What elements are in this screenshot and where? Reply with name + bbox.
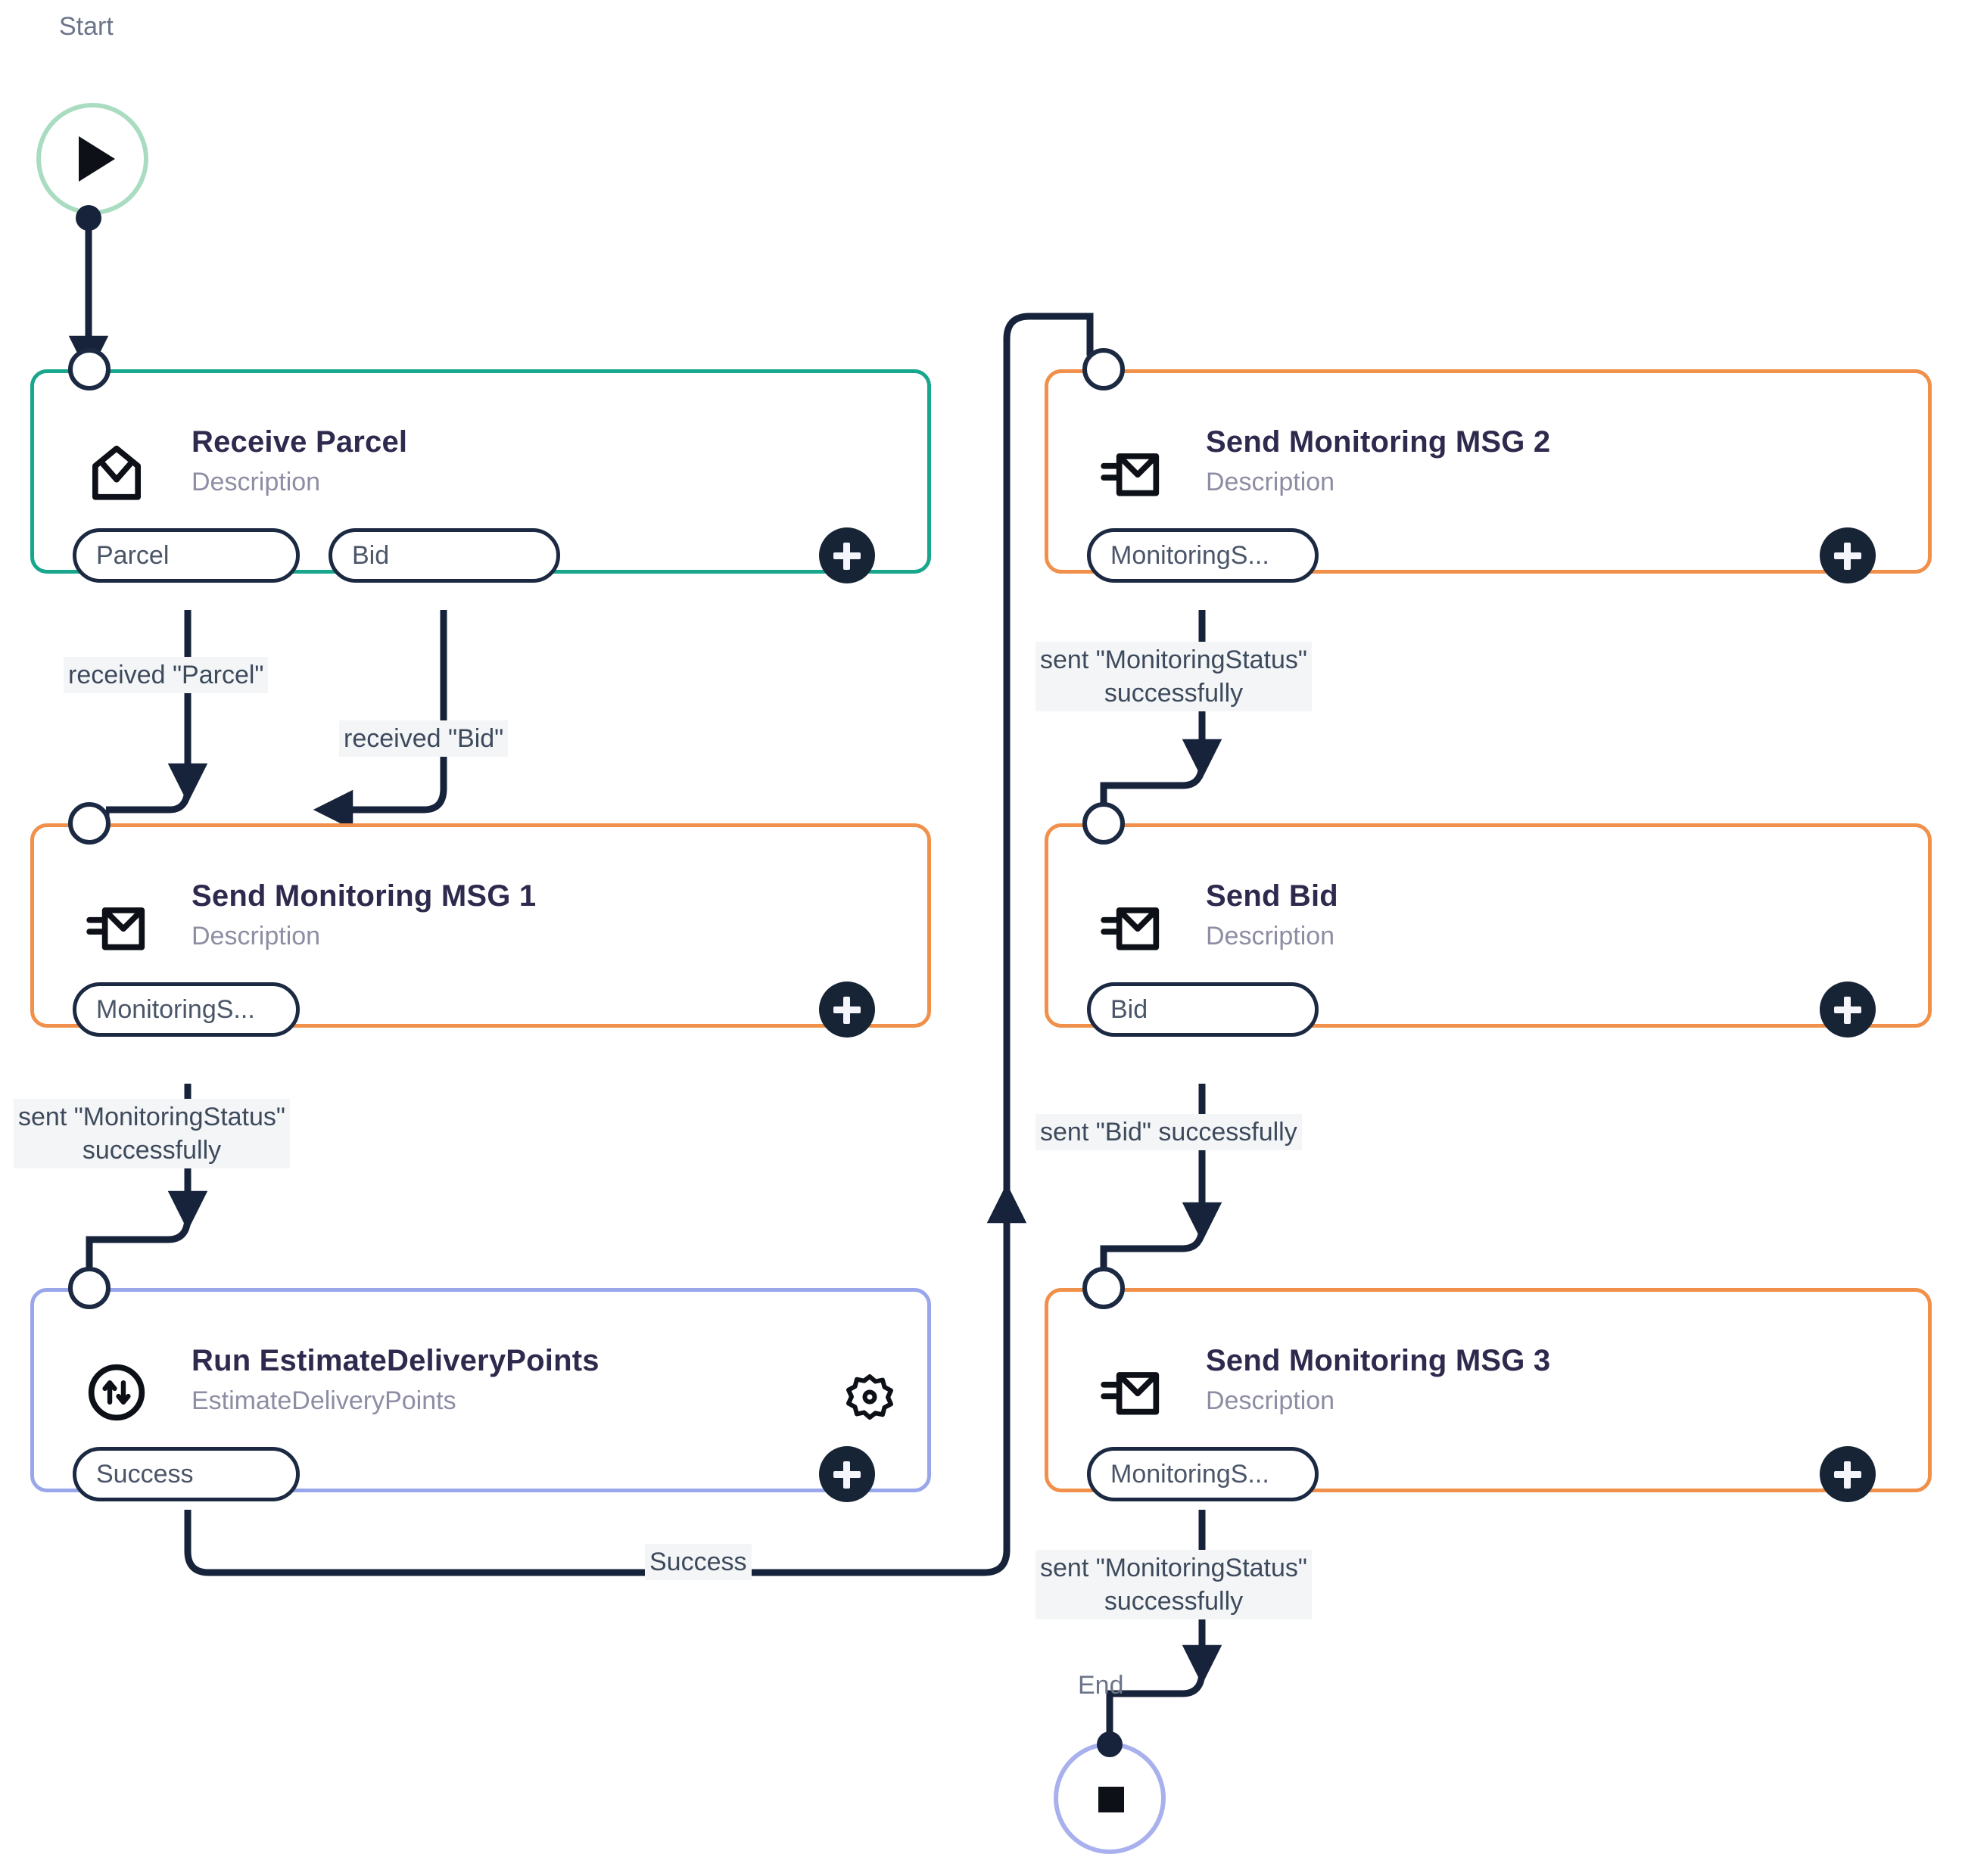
envelope-open-icon: [92, 445, 142, 500]
node-send-bid-input-port[interactable]: [1082, 802, 1125, 845]
add-node-button-send-monitoring-msg-1[interactable]: [819, 982, 875, 1038]
node-titles: Send Bid Description: [1206, 879, 1338, 953]
node-send-monitoring-msg-3-input-port[interactable]: [1082, 1267, 1125, 1309]
end-input-dot[interactable]: [1097, 1731, 1123, 1757]
node-titles: Send Monitoring MSG 3 Description: [1206, 1343, 1550, 1417]
node-title: Send Monitoring MSG 3: [1206, 1344, 1551, 1377]
node-subtitle: Description: [192, 468, 321, 496]
node-title: Run EstimateDeliveryPoints: [192, 1344, 600, 1377]
send-mail-icon: [1101, 1372, 1160, 1415]
edge-label-sent-monitoring-3: sent "MonitoringStatus" successfully: [1036, 1550, 1312, 1620]
updown-arrows-circle-icon: [88, 1364, 145, 1421]
edge-label-received-parcel: received "Parcel": [64, 657, 269, 694]
edge-bid-down: [313, 610, 447, 830]
node-titles: Send Monitoring MSG 2 Description: [1206, 425, 1550, 499]
node-subtitle: EstimateDeliveryPoints: [192, 1386, 456, 1415]
node-titles: Send Monitoring MSG 1 Description: [192, 879, 536, 953]
node-send-monitoring-msg-2-input-port[interactable]: [1082, 348, 1125, 390]
edge-msg1-curve: [86, 1216, 192, 1271]
node-send-monitoring-msg-2[interactable]: Send Monitoring MSG 2 Description: [1045, 369, 1932, 574]
gear-icon[interactable]: [846, 1372, 894, 1420]
port-monitoringstatus-2[interactable]: MonitoringS...: [1087, 528, 1319, 583]
start-node[interactable]: [36, 103, 148, 215]
node-titles: Run EstimateDeliveryPoints EstimateDeliv…: [192, 1343, 600, 1417]
end-node[interactable]: [1054, 1742, 1166, 1854]
node-subtitle: Description: [192, 922, 321, 950]
play-icon: [79, 136, 115, 182]
node-subtitle: Description: [1206, 468, 1335, 496]
port-label: MonitoringS...: [1110, 540, 1269, 570]
edge-label-success: Success: [645, 1544, 752, 1581]
port-monitoringstatus-3[interactable]: MonitoringS...: [1087, 1447, 1319, 1501]
send-mail-icon: [1101, 453, 1160, 496]
add-node-button-run-estimatedeliverypoints[interactable]: [819, 1446, 875, 1502]
port-bid[interactable]: Bid: [329, 528, 560, 583]
stop-square-icon: [1098, 1787, 1124, 1812]
port-success[interactable]: Success: [73, 1447, 300, 1501]
port-label: Bid: [1110, 994, 1148, 1024]
node-run-estimatedeliverypoints-input-port[interactable]: [68, 1267, 111, 1309]
send-mail-icon: [86, 907, 145, 950]
node-title: Receive Parcel: [192, 425, 408, 459]
end-label: End: [1078, 1671, 1124, 1700]
edge-label-sent-monitoring-1: sent "MonitoringStatus" successfully: [14, 1099, 290, 1169]
node-subtitle: Description: [1206, 1386, 1335, 1415]
node-title: Send Monitoring MSG 1: [192, 879, 537, 913]
node-title: Send Bid: [1206, 879, 1338, 913]
node-send-monitoring-msg-1-input-port[interactable]: [68, 802, 111, 845]
node-title: Send Monitoring MSG 2: [1206, 425, 1551, 459]
port-label: Parcel: [96, 540, 170, 570]
port-label: Success: [96, 1459, 194, 1489]
node-titles: Receive Parcel Description: [192, 425, 407, 499]
port-label: Bid: [352, 540, 390, 570]
port-label: MonitoringS...: [1110, 1459, 1269, 1489]
add-node-button-send-monitoring-msg-3[interactable]: [1820, 1446, 1876, 1502]
add-node-button-send-monitoring-msg-2[interactable]: [1820, 527, 1876, 583]
edge-label-sent-monitoring-2: sent "MonitoringStatus" successfully: [1036, 642, 1312, 712]
start-label: Start: [59, 12, 114, 41]
start-output-dot[interactable]: [76, 205, 101, 231]
port-label: MonitoringS...: [96, 994, 255, 1024]
port-monitoringstatus-1[interactable]: MonitoringS...: [73, 982, 300, 1037]
port-parcel[interactable]: Parcel: [73, 528, 300, 583]
node-receive-parcel-input-port[interactable]: [68, 348, 111, 390]
add-node-button-receive-parcel[interactable]: [819, 527, 875, 583]
edge-label-received-bid: received "Bid": [339, 720, 509, 758]
add-node-button-send-bid[interactable]: [1820, 982, 1876, 1038]
node-run-estimatedeliverypoints[interactable]: Run EstimateDeliveryPoints EstimateDeliv…: [30, 1288, 931, 1492]
port-bid-out[interactable]: Bid: [1087, 982, 1319, 1037]
edge-parcel-curve: [106, 786, 192, 814]
send-mail-icon: [1101, 907, 1160, 950]
edge-label-sent-bid: sent "Bid" successfully: [1036, 1114, 1302, 1151]
node-subtitle: Description: [1206, 922, 1335, 950]
